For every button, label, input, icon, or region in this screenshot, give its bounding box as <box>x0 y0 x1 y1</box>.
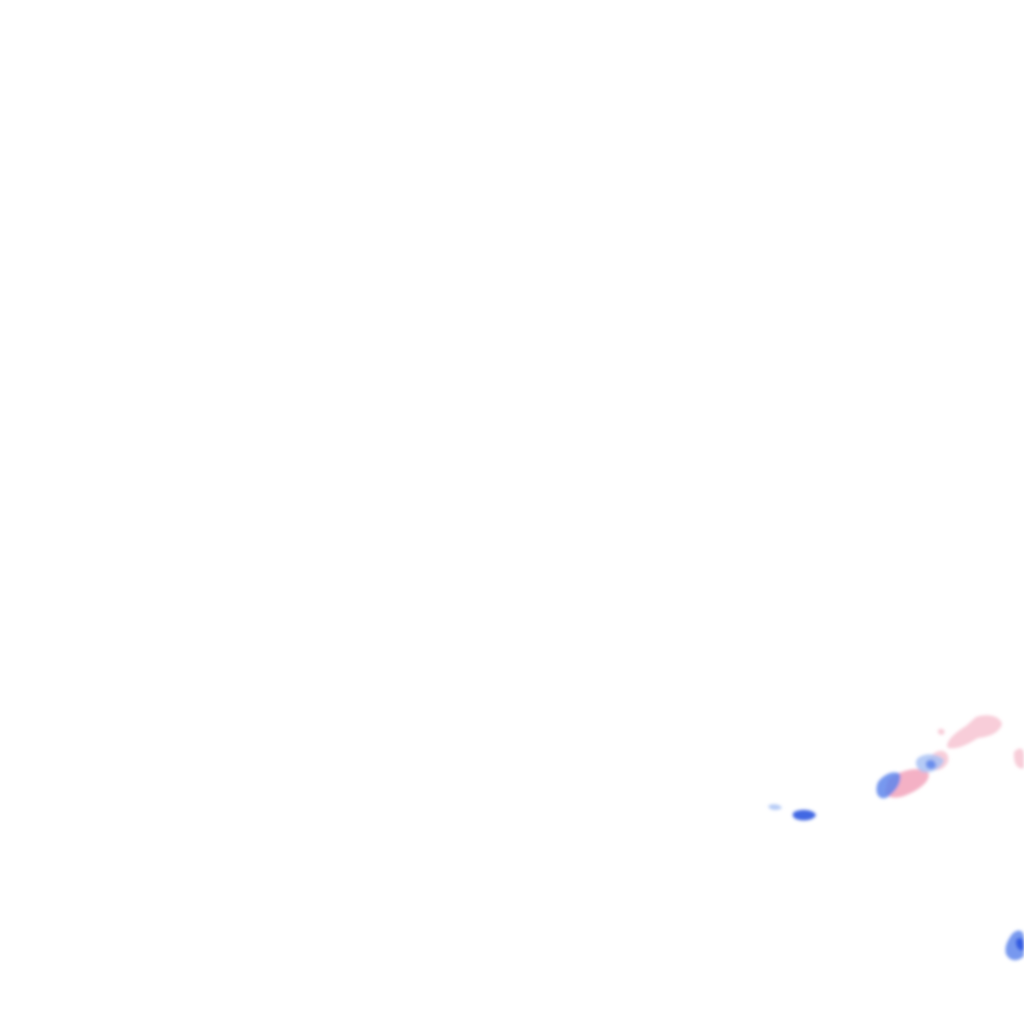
rain-echo <box>768 804 782 811</box>
rain-echo <box>1005 930 1024 961</box>
rain-echo <box>876 772 901 799</box>
mix-echo <box>1013 748 1024 769</box>
rain-echo <box>792 809 816 821</box>
mix-echo <box>937 728 945 735</box>
rain-echo <box>926 759 936 769</box>
rain-echo <box>1015 937 1024 951</box>
mix-echo <box>947 715 1002 749</box>
